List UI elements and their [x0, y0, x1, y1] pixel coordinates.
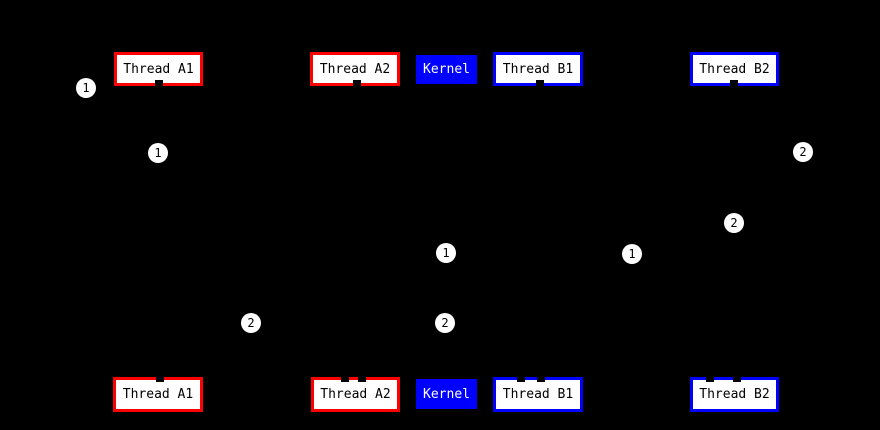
node-label: Kernel — [423, 386, 470, 402]
step-marker-label: 1 — [628, 247, 636, 261]
node-label: Thread A2 — [320, 387, 391, 402]
step-marker-label: 2 — [730, 216, 738, 230]
edge-connector-notch — [341, 376, 349, 382]
node-thread-b1-bottom: Thread B1 — [493, 377, 583, 412]
step-marker: 1 — [148, 143, 168, 163]
step-marker: 2 — [793, 142, 813, 162]
edge-connector-notch — [358, 376, 366, 382]
node-thread-a1-bottom: Thread A1 — [113, 377, 203, 412]
edge-connector-notch — [537, 376, 545, 382]
step-marker: 2 — [724, 213, 744, 233]
edge-connector-notch — [155, 80, 163, 86]
node-label: Kernel — [423, 62, 470, 77]
edge-connector-notch — [353, 80, 361, 86]
step-marker: 1 — [622, 244, 642, 264]
node-label: Thread A2 — [319, 61, 391, 77]
node-thread-a2-bottom: Thread A2 — [311, 377, 400, 412]
step-marker-label: 2 — [441, 316, 449, 330]
edge-connector-notch — [706, 376, 714, 382]
step-marker: 1 — [436, 243, 456, 263]
step-marker: 2 — [435, 313, 455, 333]
step-marker-label: 1 — [82, 81, 90, 95]
node-label: Thread B1 — [502, 387, 574, 402]
node-label: Thread A1 — [122, 387, 194, 402]
step-marker-label: 1 — [154, 146, 162, 160]
step-marker-label: 2 — [799, 145, 807, 159]
node-label: Thread A1 — [123, 61, 194, 77]
step-marker: 1 — [76, 78, 96, 98]
node-kernel-top: Kernel — [416, 55, 477, 84]
edge-connector-notch — [517, 376, 525, 382]
edge-connector-notch — [730, 80, 738, 86]
node-kernel-bottom: Kernel — [416, 379, 477, 409]
step-marker: 2 — [241, 313, 261, 333]
node-thread-b2-bottom: Thread B2 — [690, 377, 779, 412]
step-marker-label: 2 — [247, 316, 255, 330]
edge-connector-notch — [156, 376, 164, 382]
step-marker-label: 1 — [442, 246, 450, 260]
node-label: Thread B1 — [502, 61, 574, 77]
edge-connector-notch — [536, 80, 544, 86]
edge-connector-notch — [733, 376, 741, 382]
node-label: Thread B2 — [699, 387, 770, 402]
node-label: Thread B2 — [699, 61, 770, 77]
